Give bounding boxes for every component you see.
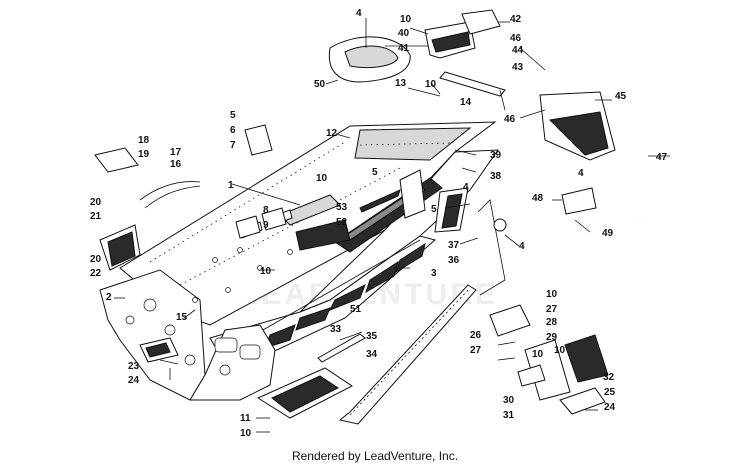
callout-24: 24 bbox=[128, 375, 140, 386]
grab-handle-42 bbox=[461, 9, 501, 35]
callout-10: 10 bbox=[546, 289, 558, 300]
callout-34: 34 bbox=[366, 349, 378, 360]
callout-6: 6 bbox=[230, 125, 236, 136]
callout-13: 13 bbox=[395, 78, 407, 89]
callout-25: 25 bbox=[604, 387, 616, 398]
storage-box-40 bbox=[424, 21, 476, 59]
plate-8-9 bbox=[235, 207, 287, 239]
callout-4: 4 bbox=[519, 241, 525, 252]
slide-rail-small bbox=[317, 333, 366, 363]
callout-33: 33 bbox=[330, 324, 342, 335]
callout-4: 4 bbox=[356, 8, 362, 19]
callout-38: 38 bbox=[490, 171, 502, 182]
heat-exchanger-panel bbox=[256, 367, 353, 419]
callout-11: 11 bbox=[240, 413, 251, 424]
callout-20: 20 bbox=[90, 197, 102, 208]
credit-text: Rendered by LeadVenture, Inc. bbox=[292, 449, 458, 463]
callout-28: 28 bbox=[546, 317, 558, 328]
callout-32: 32 bbox=[603, 372, 615, 383]
callout-10: 10 bbox=[532, 349, 544, 360]
callout-10: 10 bbox=[240, 428, 252, 439]
foot-guard-23 bbox=[139, 337, 179, 363]
callout-35: 35 bbox=[366, 331, 378, 342]
callout-10: 10 bbox=[316, 173, 328, 184]
rear-brace-kit bbox=[489, 304, 609, 415]
callout-27: 27 bbox=[546, 304, 558, 315]
mud-flap-parts-36-37 bbox=[434, 187, 507, 296]
callout-39: 39 bbox=[490, 150, 502, 161]
seat-cushion-50 bbox=[328, 36, 411, 83]
callout-19: 19 bbox=[138, 149, 150, 160]
callout-46: 46 bbox=[510, 33, 522, 44]
callout-47: 47 bbox=[656, 152, 668, 163]
callout-24: 24 bbox=[604, 402, 616, 413]
callout-50: 50 bbox=[314, 79, 326, 90]
callout-10: 10 bbox=[554, 345, 566, 356]
callout-12: 12 bbox=[326, 128, 338, 139]
callout-5: 5 bbox=[372, 167, 378, 178]
rear-flap-45 bbox=[539, 91, 616, 161]
callout-48: 48 bbox=[532, 193, 544, 204]
callout-40: 40 bbox=[398, 28, 410, 39]
callout-2: 2 bbox=[106, 292, 112, 303]
callout-46: 46 bbox=[504, 114, 516, 125]
callout-7: 7 bbox=[230, 140, 236, 151]
callout-26: 26 bbox=[470, 330, 482, 341]
callout-18: 18 bbox=[138, 135, 150, 146]
callout-29: 29 bbox=[546, 332, 558, 343]
callout-31: 31 bbox=[503, 410, 515, 421]
callout-21: 21 bbox=[90, 211, 102, 222]
callout-16: 16 bbox=[170, 159, 182, 170]
leader-lines bbox=[114, 18, 670, 433]
callout-3: 3 bbox=[431, 268, 437, 279]
support-rod-17 bbox=[139, 181, 201, 209]
callout-53: 53 bbox=[336, 202, 348, 213]
hitch-48 bbox=[561, 187, 597, 215]
callout-43: 43 bbox=[512, 62, 524, 73]
callout-45: 45 bbox=[615, 91, 627, 102]
callout-23: 23 bbox=[128, 361, 140, 372]
callout-52: 52 bbox=[336, 217, 348, 228]
callout-labels: 1234444555678910101010101010101112131415… bbox=[90, 8, 668, 439]
callout-30: 30 bbox=[503, 395, 515, 406]
callout-51: 51 bbox=[350, 304, 362, 315]
callout-36: 36 bbox=[448, 255, 460, 266]
callout-42: 42 bbox=[510, 14, 522, 25]
callout-15: 15 bbox=[176, 312, 188, 323]
callout-10: 10 bbox=[400, 14, 412, 25]
callout-9: 9 bbox=[263, 220, 269, 231]
callout-27: 27 bbox=[470, 345, 482, 356]
side-plate-21 bbox=[99, 224, 141, 271]
callout-5: 5 bbox=[431, 204, 437, 215]
callout-41: 41 bbox=[398, 43, 410, 54]
callout-37: 37 bbox=[448, 240, 460, 251]
tail-light-bracket-14 bbox=[439, 71, 506, 111]
callout-44: 44 bbox=[512, 45, 524, 56]
callout-1: 1 bbox=[228, 180, 234, 191]
callout-4: 4 bbox=[463, 182, 469, 193]
callout-14: 14 bbox=[460, 97, 472, 108]
callout-8: 8 bbox=[263, 205, 269, 216]
callout-17: 17 bbox=[170, 147, 182, 158]
callout-5: 5 bbox=[230, 110, 236, 121]
long-rail-strip bbox=[338, 284, 477, 425]
callout-10: 10 bbox=[425, 79, 437, 90]
knee-pad-18 bbox=[94, 147, 139, 173]
callout-49: 49 bbox=[602, 228, 614, 239]
callout-22: 22 bbox=[90, 268, 102, 279]
callout-10: 10 bbox=[260, 266, 272, 277]
callout-20: 20 bbox=[90, 254, 102, 265]
running-board-5-6-7 bbox=[244, 124, 273, 156]
guard-53-52 bbox=[295, 219, 351, 251]
callout-4: 4 bbox=[578, 168, 584, 179]
